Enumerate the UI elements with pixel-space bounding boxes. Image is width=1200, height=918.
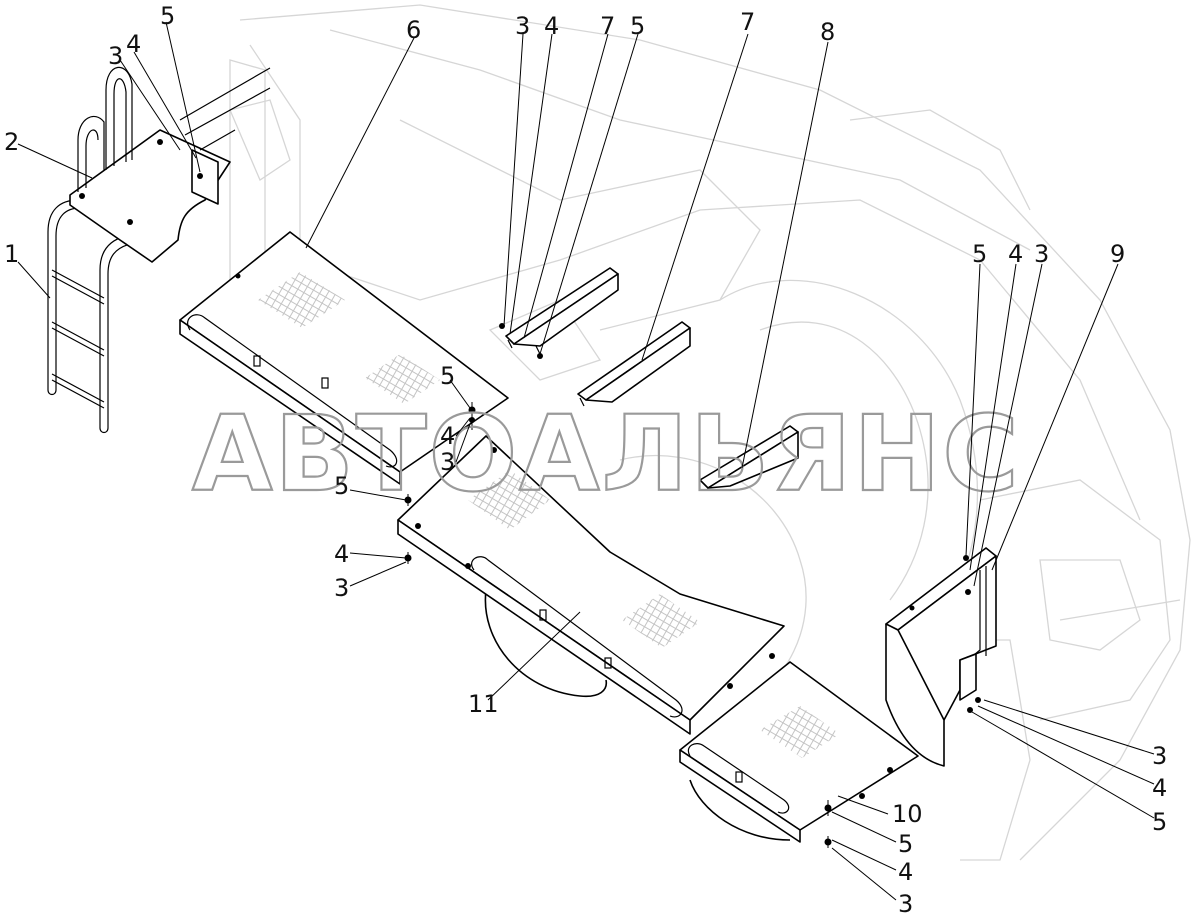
top-step-with-handrail <box>69 66 271 263</box>
callout-4: 4 <box>334 540 349 568</box>
callout-3: 3 <box>108 42 123 70</box>
callout-4: 4 <box>1152 774 1167 802</box>
callout-2: 2 <box>4 128 19 156</box>
callout-5: 5 <box>334 472 349 500</box>
callout-5: 5 <box>440 362 455 390</box>
callout-4: 4 <box>440 422 455 450</box>
callout-3: 3 <box>1152 742 1167 770</box>
callout-labels: 1 2 3 4 5 6 3 4 7 5 7 8 5 4 3 5 4 3 11 5… <box>4 2 1167 918</box>
callout-5: 5 <box>972 240 987 268</box>
callout-11: 11 <box>468 690 499 718</box>
callout-5: 5 <box>630 12 645 40</box>
callout-4: 4 <box>1008 240 1023 268</box>
callout-4: 4 <box>544 12 559 40</box>
bracket-left <box>499 267 619 359</box>
main-step-panel <box>397 435 785 735</box>
callout-5: 5 <box>1152 808 1167 836</box>
callout-4: 4 <box>126 30 141 58</box>
callout-5: 5 <box>898 830 913 858</box>
lower-step-panel <box>679 661 919 843</box>
callout-4: 4 <box>898 858 913 886</box>
callout-7: 7 <box>600 12 615 40</box>
callout-3: 3 <box>334 574 349 602</box>
callout-8: 8 <box>820 18 835 46</box>
background-vehicle-outline <box>229 4 1191 861</box>
fasteners <box>404 402 969 848</box>
callout-5: 5 <box>160 2 175 30</box>
leader-lines <box>17 21 1155 901</box>
callout-1: 1 <box>4 240 19 268</box>
callout-7: 7 <box>740 8 755 36</box>
callout-3: 3 <box>898 890 913 918</box>
ladder <box>47 199 131 434</box>
callout-3: 3 <box>515 12 530 40</box>
bracket-lower <box>699 425 799 489</box>
long-step-panel <box>179 231 509 485</box>
callout-9: 9 <box>1110 240 1125 268</box>
bracket-right <box>577 321 691 407</box>
watermark-text: АВТОАЛЬЯНС <box>192 393 1021 515</box>
callout-6: 6 <box>406 16 421 44</box>
fender-box <box>885 547 997 767</box>
callout-3: 3 <box>440 448 455 476</box>
callout-3: 3 <box>1034 240 1049 268</box>
callout-10: 10 <box>892 800 923 828</box>
